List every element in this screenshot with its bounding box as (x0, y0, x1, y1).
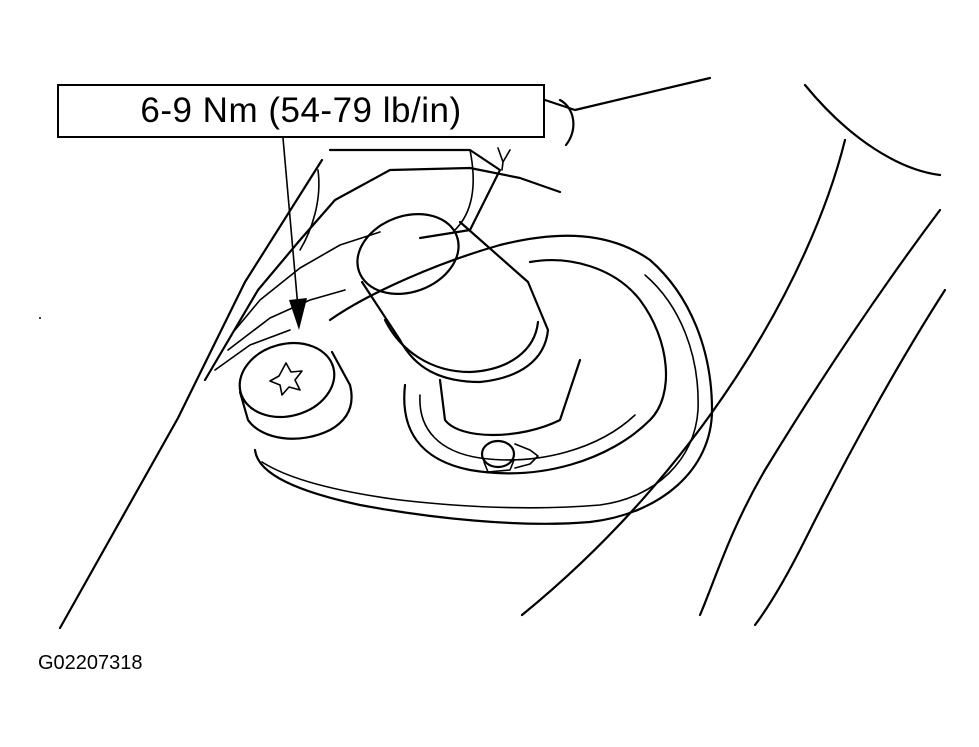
frame-line-left (58, 158, 324, 630)
leader-arrowhead (289, 298, 307, 330)
leader-line (282, 137, 299, 309)
frame-contour-inner (234, 231, 381, 331)
striker-pin-collar (383, 318, 540, 374)
frame-line-upper (543, 76, 712, 112)
striker-plate-outer (253, 234, 714, 525)
figure-id: G02207318 (38, 652, 143, 674)
torx-bolt-icon (269, 362, 303, 396)
frame-tab (558, 98, 575, 147)
striker-recess-inner (419, 394, 636, 461)
frame-y-mark (497, 147, 511, 171)
striker-pin-top (356, 213, 460, 295)
striker-pin-body (360, 220, 550, 384)
striker-pin-base (438, 358, 582, 437)
frame-contour-top (328, 148, 502, 240)
frame-curve-a (299, 169, 320, 251)
frame-curve-b (454, 149, 474, 231)
striker-plate-inner (261, 274, 699, 509)
torque-callout: 6-9 Nm (54-79 lb/in) (57, 84, 545, 138)
frame-contour-inner3 (214, 329, 291, 371)
panel-edge-1 (803, 83, 942, 177)
striker-recess (403, 259, 668, 475)
stray-dot (39, 317, 41, 319)
frame-line-mid (203, 166, 562, 382)
bolt-head-side (238, 350, 353, 440)
frame-contour-inner2 (227, 289, 346, 351)
panel-edge-2 (520, 138, 847, 617)
panel-edge-4 (753, 288, 947, 627)
locating-stud (480, 439, 516, 469)
locating-stud-side (483, 443, 539, 473)
panel-edge-3 (698, 208, 942, 617)
